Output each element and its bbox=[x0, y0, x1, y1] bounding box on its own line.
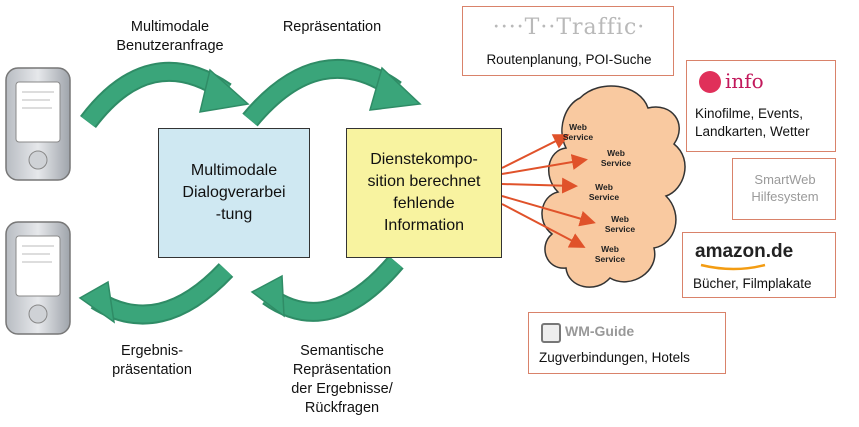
smartweb-logo: SmartWeb Hilfesystem bbox=[751, 172, 819, 204]
label-multimodal-request: Multimodale Benutzeranfrage bbox=[116, 19, 224, 54]
card-amazon: amazon.de Bücher, Filmplakate bbox=[682, 232, 836, 298]
ttraffic-desc: Routenplanung, POI-Suche bbox=[486, 52, 652, 67]
card-info: info Kinofilme, Events, Landkarten, Wett… bbox=[686, 60, 836, 152]
label-result-presentation: Ergebnis- präsentation bbox=[112, 343, 192, 378]
arrow-request-icon bbox=[80, 61, 250, 129]
info-logo: info bbox=[725, 69, 764, 93]
wmguide-desc: Zugverbindungen, Hotels bbox=[539, 350, 690, 365]
web-service-label-3: Web Service bbox=[588, 182, 620, 202]
web-service-label-2: Web Service bbox=[600, 148, 632, 168]
service-composition-label: Dienstekompo- sition berechnet fehlende … bbox=[367, 151, 481, 234]
amazon-smile-icon bbox=[700, 263, 766, 271]
phone-top-icon bbox=[5, 67, 71, 181]
service-composition-box: Dienstekompo- sition berechnet fehlende … bbox=[346, 128, 502, 258]
dialog-processing-label: Multimodale Dialogverarbei -tung bbox=[182, 162, 286, 223]
arrow-result-icon bbox=[78, 263, 234, 325]
card-smartweb: SmartWeb Hilfesystem bbox=[732, 158, 836, 220]
red-arrows bbox=[501, 134, 596, 248]
ttraffic-logo: ····T··Traffic· bbox=[492, 15, 646, 40]
amazon-logo: amazon.de bbox=[695, 241, 794, 262]
web-service-label-5: Web Service bbox=[594, 244, 626, 264]
amazon-desc: Bücher, Filmplakate bbox=[693, 276, 812, 291]
phone-bottom-icon bbox=[5, 221, 71, 335]
card-wmguide: WM-Guide Zugverbindungen, Hotels bbox=[528, 312, 726, 374]
arrow-representation-icon bbox=[242, 59, 422, 127]
web-service-label-4: Web Service bbox=[604, 214, 636, 234]
info-desc: Kinofilme, Events, Landkarten, Wetter bbox=[695, 106, 810, 139]
wmguide-logo-icon bbox=[541, 323, 561, 343]
dialog-processing-box: Multimodale Dialogverarbei -tung bbox=[158, 128, 310, 258]
label-semantic-representation: Semantische Repräsentation der Ergebniss… bbox=[291, 343, 393, 416]
card-ttraffic: ····T··Traffic· Routenplanung, POI-Suche bbox=[462, 6, 674, 76]
info-logo-icon bbox=[699, 71, 721, 93]
arrow-semantic-icon bbox=[250, 255, 404, 322]
label-representation: Repräsentation bbox=[282, 19, 382, 35]
web-service-label-1: Web Service bbox=[562, 122, 594, 142]
wmguide-logo: WM-Guide bbox=[565, 323, 635, 339]
